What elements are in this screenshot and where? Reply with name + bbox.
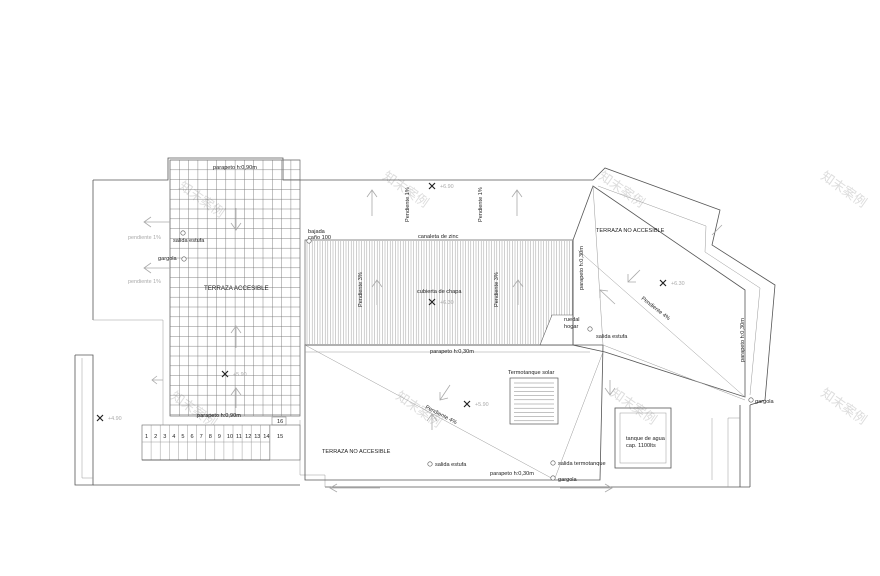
stair-step-number: 6 [191,434,194,440]
level-value: +6.90 [440,184,454,190]
gargola-label: gargola [158,256,178,262]
terraza-no-accesible-right [572,185,746,401]
watermark: 知末案例 [818,168,869,210]
stair-step-number: 5 [181,434,184,440]
level-marker: +6.30 [428,298,454,306]
parapeto-label: parapeto h:0,30m [740,318,746,362]
outlet-circles [180,230,754,481]
level-marker: +5.90 [221,370,247,378]
cubierta-de-chapa [304,239,574,346]
terraza-accesible-tiles [169,159,301,417]
level-marker: +4.90 [96,414,122,422]
stair-step-number: 11 [236,434,242,440]
parapeto-label: parapeto h:0,30m [490,471,534,477]
stair-step-number: 10 [227,434,233,440]
parapeto-label: parapeto h:0,90m [197,413,241,419]
level-value: +6.30 [671,281,685,287]
watermark: 知末案例 [608,385,659,427]
stairs [141,416,301,461]
stair-step-number: 8 [209,434,212,440]
watermark: 知末案例 [818,385,869,427]
tanque-capacity-label: cap. 1100lts [626,443,656,449]
room-title: TERRAZA ACCESIBLE [204,285,269,292]
parapeto-label: parapeto h:0,90m [213,165,257,171]
watermark: 知末案例 [168,388,219,430]
hogar-label: hogar [564,324,578,330]
tanque-label: tanque de agua [626,436,666,442]
slope-label: Pendiente 3% [358,272,364,307]
slope-arrows [143,189,723,493]
level-value: +5.90 [475,402,489,408]
canaleta-label: canaleta de zinc [418,234,459,240]
salida-termotanque-label: salida termotanque [558,461,606,467]
stair-step-number: 3 [163,434,166,440]
room-title: TERRAZA NO ACCESIBLE [596,228,665,234]
level-marker: +6.30 [659,279,685,287]
stair-step-number: 13 [254,434,260,440]
stair-step-number: 14 [263,434,269,440]
slope-label: pendiente 1% [128,235,161,241]
room-title: TERRAZA NO ACCESIBLE [322,449,391,455]
termotanque-label: Termotanque solar [508,370,554,376]
stair-step-number: 9 [218,434,221,440]
level-marker: +6.90 [428,182,454,190]
level-value: +6.30 [440,300,454,306]
stair-step-number: 12 [245,434,251,440]
tanque-de-agua [614,407,672,469]
stair-step-number: 7 [200,434,203,440]
parapeto-label: parapeto h:0,30m [579,246,585,290]
level-marker: +5.90 [463,400,489,408]
terraza-no-accesible-bottom [304,344,604,481]
slope-label: Pendiente 1% [478,187,484,222]
slope-label: pendiente 1% [128,279,161,285]
termotanque-solar [509,377,559,425]
cano-label: caño 100 [308,235,331,241]
level-value: +5.90 [233,372,247,378]
building-outline [74,157,776,488]
stair-step-number: 4 [172,434,175,440]
gargola-label: gargola [558,477,578,483]
stair-step-number: 1 [145,434,148,440]
stair-step-number: 15 [277,434,283,440]
stair-step-number: 16 [277,419,283,425]
watermark-group: 知末案例 知末案例 知末案例 知末案例 知末案例 知末案例 知末案例 知末案例 [168,168,869,430]
parapeto-label: parapeto h:0,30m [430,349,474,355]
bajada-label: bajada [308,229,326,235]
stair-step-number: 2 [154,434,157,440]
level-markers: +6.90 +6.30 +5.90 +6.30 +5.90 +4.90 [96,182,685,422]
level-value: +4.90 [108,416,122,422]
slope-label: Pendiente 1% [405,187,411,222]
ruedal-label: ruedal [564,317,580,323]
cubierta-label: cubierta de chapa [417,289,462,295]
gargola-label: gargola [755,399,775,405]
salida-estufa-label: salida estufa [173,238,205,244]
salida-estufa-label: salida estufa [596,334,628,340]
slope-label: Pendiente 3% [494,272,500,307]
salida-estufa-label: salida estufa [435,462,467,468]
